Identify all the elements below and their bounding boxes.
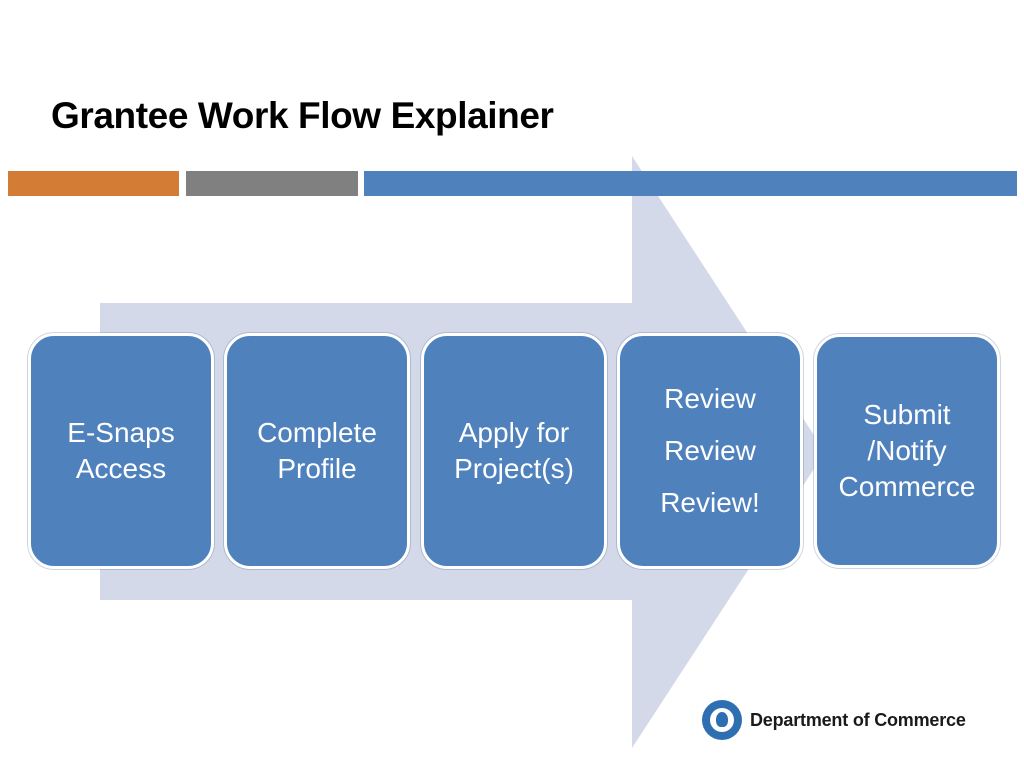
step-complete-profile: Complete Profile <box>224 333 410 569</box>
department-logo: Department of Commerce <box>702 700 966 740</box>
step-label-line: Apply for <box>458 417 570 448</box>
step-label-line: Commerce <box>838 471 976 502</box>
accent-bar-blue <box>364 171 1017 196</box>
step-esnaps-access: E-Snaps Access <box>28 333 214 569</box>
step-label-line: Access <box>75 453 167 484</box>
step-label-line: Review <box>664 435 756 466</box>
washington-state-seal-icon <box>702 700 742 740</box>
step-label-line: Review! <box>660 487 760 518</box>
step-apply-for-projects: Apply for Project(s) <box>421 333 607 569</box>
step-submit-notify-commerce: Submit /Notify Commerce <box>814 334 1000 568</box>
accent-bar-orange <box>8 171 179 196</box>
step-label-line: Complete <box>257 417 377 448</box>
department-name: Department of Commerce <box>750 709 966 730</box>
step-label-line: Review <box>664 383 756 414</box>
accent-bar-gray <box>186 171 358 196</box>
step-label-line: Profile <box>277 453 357 484</box>
step-label-line: /Notify <box>867 435 947 466</box>
slide-title: Grantee Work Flow Explainer <box>51 95 554 136</box>
step-label-line: Project(s) <box>454 453 574 484</box>
step-label-line: Submit <box>863 399 951 430</box>
step-label-line: E-Snaps <box>67 417 175 448</box>
step-review: Review Review Review! <box>617 333 803 569</box>
